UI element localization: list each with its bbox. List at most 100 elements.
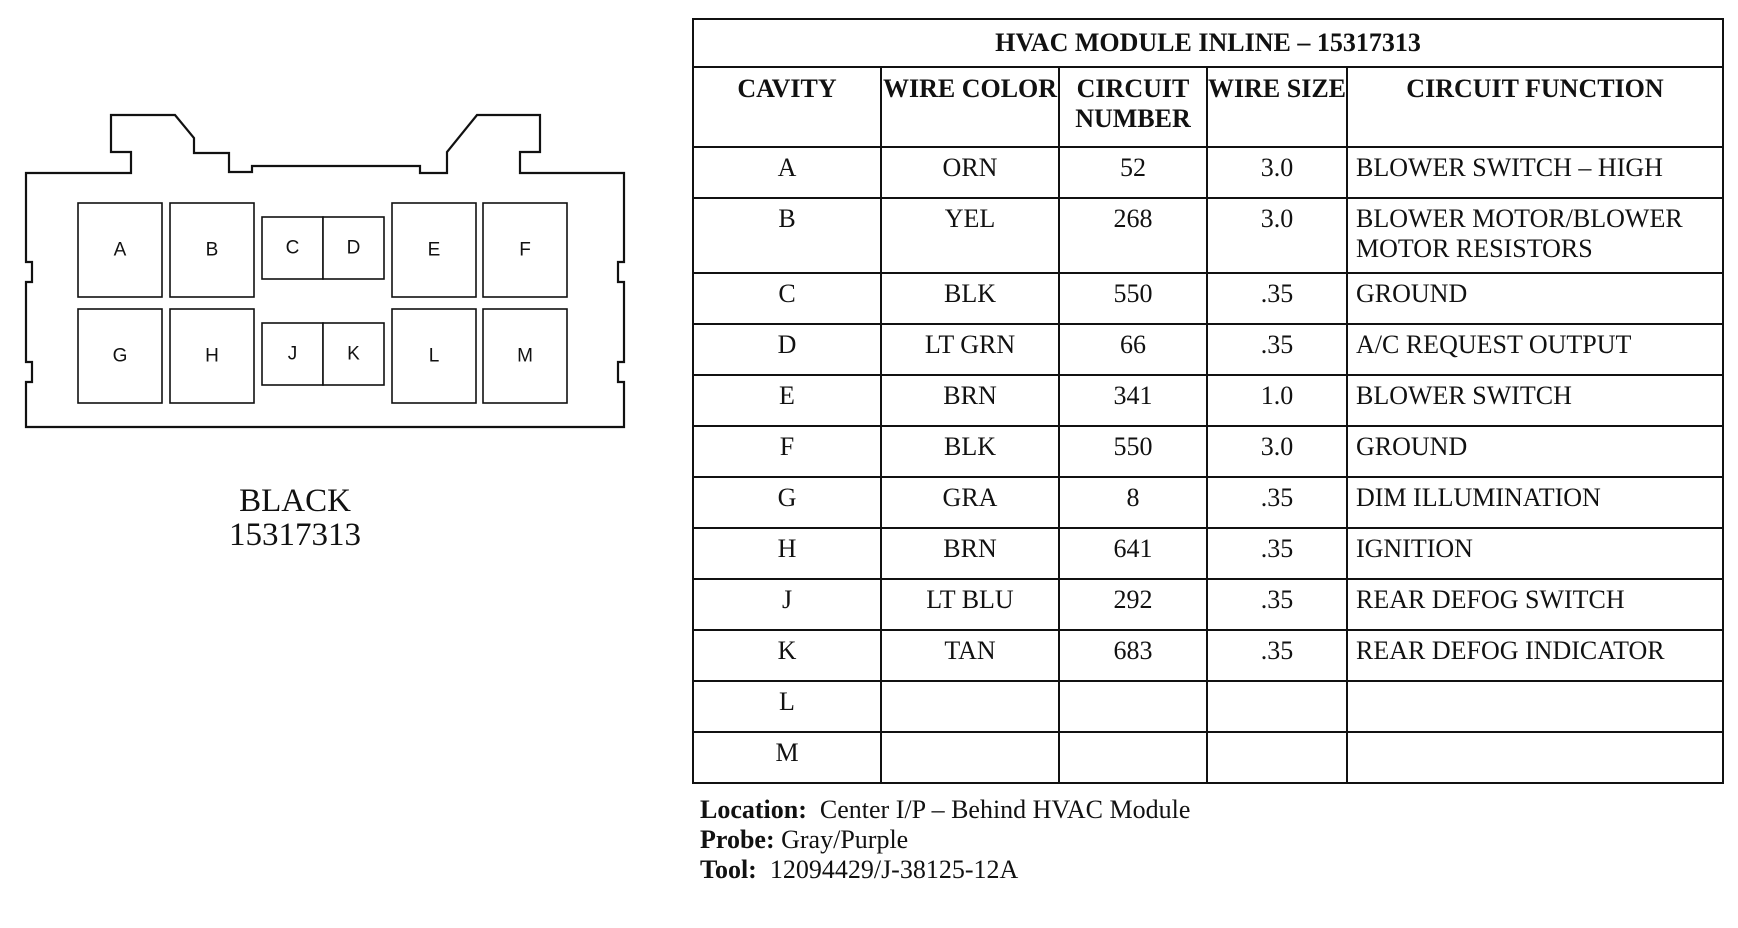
cell-circuit: 66: [1058, 323, 1208, 376]
cell-size: .35: [1206, 476, 1348, 529]
connector-housing-outline: [24, 113, 626, 429]
cell-color: BRN: [880, 374, 1060, 427]
cell-cavity: H: [692, 527, 882, 580]
cell-function: [1346, 680, 1724, 733]
cell-circuit: 550: [1058, 272, 1208, 325]
cavity-label: E: [428, 240, 441, 261]
column-header: CAVITY: [692, 66, 882, 148]
cell-color: YEL: [880, 197, 1060, 274]
cavity-j: [261, 322, 324, 386]
cell-circuit: 341: [1058, 374, 1208, 427]
cell-function: GROUND: [1346, 272, 1724, 325]
cavity-label: H: [205, 346, 219, 367]
cell-function: GROUND: [1346, 425, 1724, 478]
cell-function: BLOWER SWITCH: [1346, 374, 1724, 427]
cell-circuit: 268: [1058, 197, 1208, 274]
tool-value: 12094429/J-38125-12A: [769, 855, 1019, 884]
cavity-label: A: [114, 240, 127, 261]
cavity-label: F: [519, 240, 531, 261]
cell-function: REAR DEFOG INDICATOR: [1346, 629, 1724, 682]
cavity-label: J: [288, 344, 298, 365]
table-title: HVAC MODULE INLINE – 15317313: [692, 18, 1724, 68]
cell-cavity: J: [692, 578, 882, 631]
cell-function: A/C REQUEST OUTPUT: [1346, 323, 1724, 376]
cell-circuit: 641: [1058, 527, 1208, 580]
cell-color: BLK: [880, 425, 1060, 478]
cell-size: 3.0: [1206, 425, 1348, 478]
cell-function: BLOWER SWITCH – HIGH: [1346, 146, 1724, 199]
cell-size: [1206, 680, 1348, 733]
connector-part-number: 15317313: [229, 517, 361, 553]
cell-color: [880, 731, 1060, 784]
cavity-d: [322, 216, 385, 280]
cell-size: .35: [1206, 527, 1348, 580]
connector-color-label: BLACK: [239, 483, 351, 519]
cell-size: 1.0: [1206, 374, 1348, 427]
cell-color: TAN: [880, 629, 1060, 682]
cell-cavity: L: [692, 680, 882, 733]
cell-size: .35: [1206, 272, 1348, 325]
cell-size: .35: [1206, 578, 1348, 631]
cavity-label: M: [517, 346, 533, 367]
cell-cavity: K: [692, 629, 882, 682]
cell-cavity: C: [692, 272, 882, 325]
cell-color: [880, 680, 1060, 733]
cell-cavity: D: [692, 323, 882, 376]
tool-line: Tool: 12094429/J-38125-12A: [700, 855, 1190, 885]
cell-size: .35: [1206, 629, 1348, 682]
probe-line: Probe: Gray/Purple: [700, 825, 1190, 855]
cavity-label: L: [429, 346, 440, 367]
location-label: Location:: [700, 795, 807, 824]
cell-size: [1206, 731, 1348, 784]
cell-cavity: F: [692, 425, 882, 478]
cell-function: [1346, 731, 1724, 784]
cell-size: .35: [1206, 323, 1348, 376]
cell-circuit: 8: [1058, 476, 1208, 529]
cell-circuit: [1058, 731, 1208, 784]
cell-cavity: M: [692, 731, 882, 784]
cell-color: BRN: [880, 527, 1060, 580]
cavity-label: B: [206, 240, 219, 261]
column-header: WIRE COLOR: [880, 66, 1060, 148]
cell-circuit: 550: [1058, 425, 1208, 478]
probe-value: Gray/Purple: [781, 825, 909, 854]
location-value: Center I/P – Behind HVAC Module: [819, 795, 1191, 824]
cell-cavity: B: [692, 197, 882, 274]
cavity-h: [169, 308, 255, 404]
cell-color: ORN: [880, 146, 1060, 199]
connector-caption: BLACK 15317313: [195, 484, 395, 552]
cell-function: REAR DEFOG SWITCH: [1346, 578, 1724, 631]
cell-function: IGNITION: [1346, 527, 1724, 580]
probe-label: Probe:: [700, 825, 775, 854]
cell-cavity: G: [692, 476, 882, 529]
cell-size: 3.0: [1206, 146, 1348, 199]
location-line: Location: Center I/P – Behind HVAC Modul…: [700, 795, 1190, 825]
cell-circuit: 52: [1058, 146, 1208, 199]
cavity-k: [322, 322, 385, 386]
cell-circuit: 683: [1058, 629, 1208, 682]
cavity-label: D: [347, 238, 361, 259]
cavity-b: [169, 202, 255, 298]
cell-color: LT GRN: [880, 323, 1060, 376]
cavity-c: [261, 216, 324, 280]
cavity-label: G: [113, 346, 128, 367]
cavity-label: C: [286, 238, 300, 259]
cell-circuit: [1058, 680, 1208, 733]
cell-function: DIM ILLUMINATION: [1346, 476, 1724, 529]
cavity-l: [391, 308, 477, 404]
cell-circuit: 292: [1058, 578, 1208, 631]
